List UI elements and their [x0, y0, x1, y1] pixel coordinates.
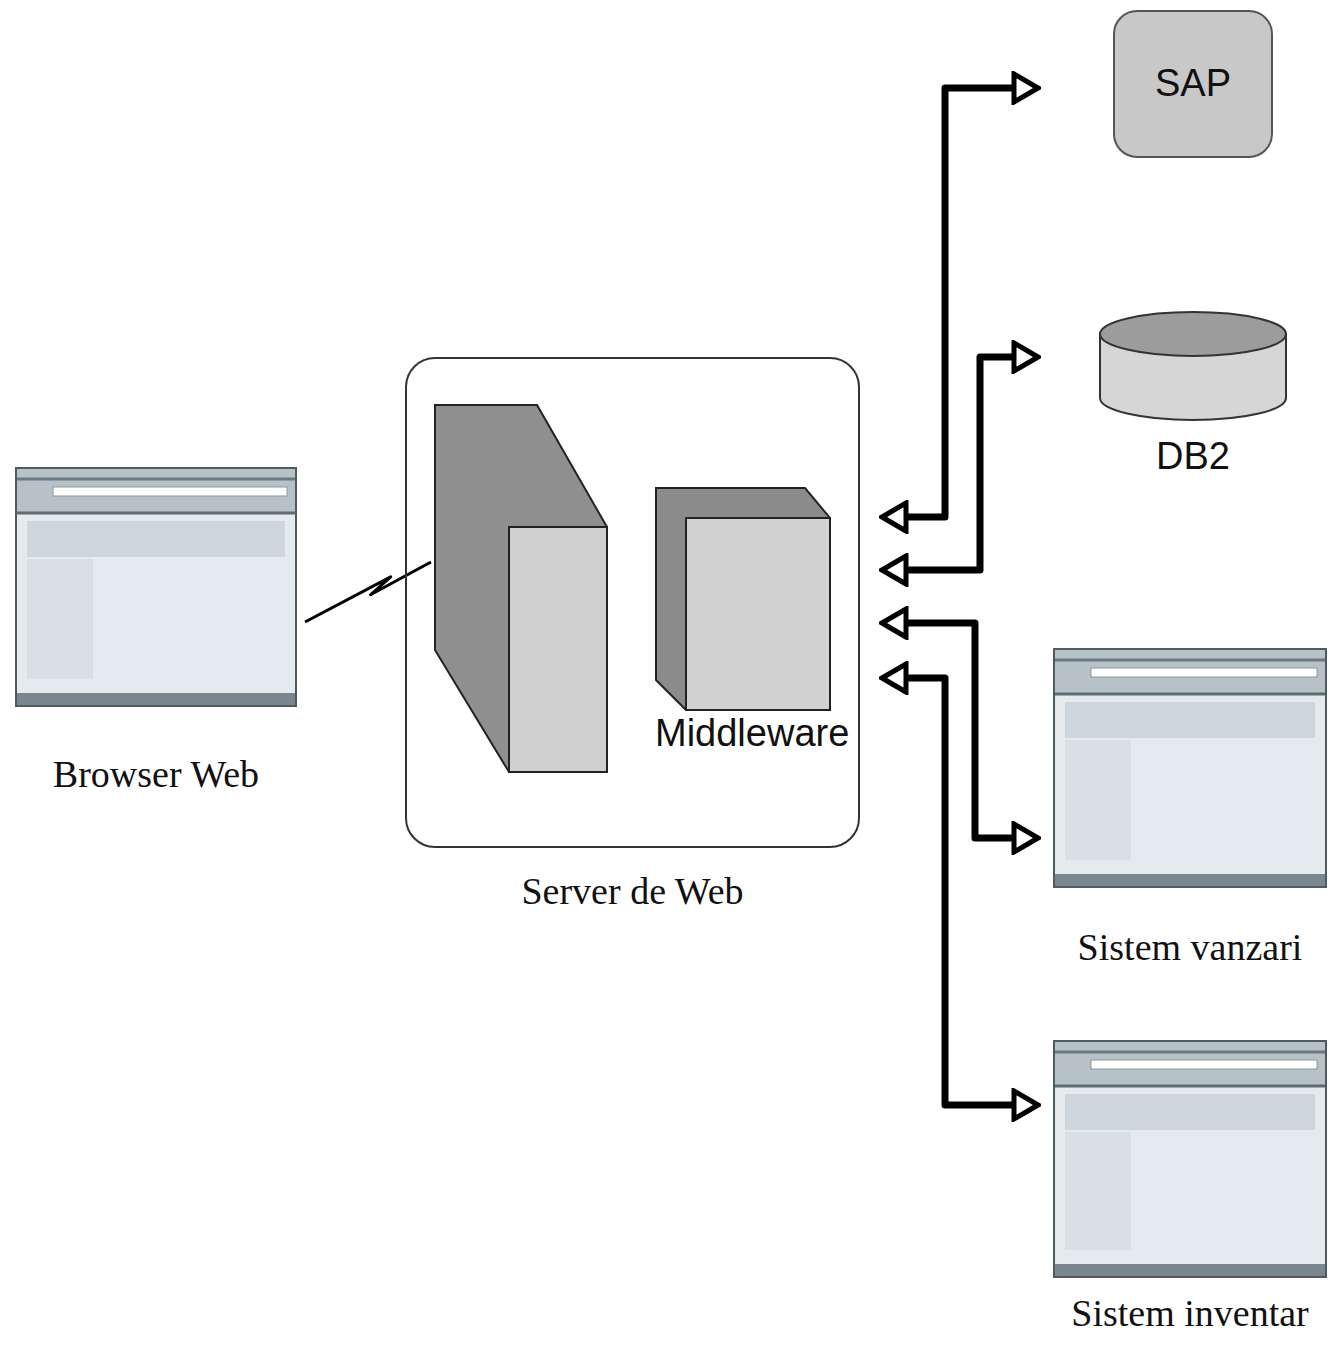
browser-window: Browser Web [15, 467, 297, 795]
window-graphic [15, 467, 297, 707]
middleware-cube [655, 487, 831, 712]
application-window: Sistem inventar [1053, 1040, 1327, 1334]
database-graphic [1098, 308, 1288, 424]
application-window: Sistem vanzari [1053, 648, 1327, 968]
web-server-box: Server de WebMiddleware [405, 357, 860, 848]
data-connector [906, 678, 1014, 1105]
system-box: SAP [1113, 10, 1273, 158]
server-graphic [433, 403, 613, 775]
node-label: Browser Web [15, 755, 297, 795]
window-graphic [1053, 648, 1327, 888]
data-connector [906, 623, 1014, 838]
node-label: Sistem inventar [1053, 1294, 1327, 1334]
node-label: SAP [1155, 64, 1231, 104]
node-label: Middleware [655, 714, 857, 754]
window-graphic [1053, 1040, 1327, 1278]
node-label: DB2 [1098, 437, 1288, 477]
middleware-box: Middleware [655, 487, 857, 754]
node-label: Sistem vanzari [1053, 928, 1327, 968]
database-cylinder: DB2 [1098, 308, 1288, 477]
data-connector [906, 88, 1014, 517]
data-connector [906, 357, 1014, 570]
lightning-link [305, 562, 431, 622]
node-label: Server de Web [407, 872, 858, 912]
